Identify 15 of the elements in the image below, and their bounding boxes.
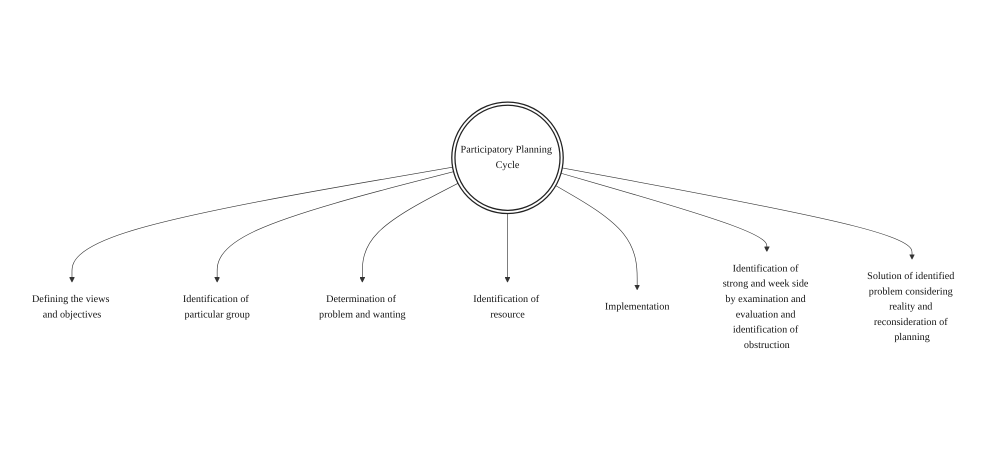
node-text: Identification of particular group (182, 294, 250, 320)
node-text: Implementation (604, 302, 670, 312)
arrow (562, 168, 915, 260)
node-text: Determination of problem and wanting (319, 294, 406, 320)
arrow (555, 186, 640, 290)
arrow (69, 167, 453, 283)
arrow (214, 172, 454, 283)
node-text: Solution of identified problem considering reality and reconsideration of planning (867, 271, 954, 343)
arrow (504, 213, 510, 283)
node-text: Identification of strong and week side by examination and evaluation and identification of obstruction (722, 263, 808, 351)
node-text: Identification of resource (473, 294, 540, 320)
arrow (560, 173, 770, 252)
arrow (360, 183, 458, 283)
node-circle: Participatory Planning Cycle (451, 102, 564, 214)
node-text: Defining the views and objectives (32, 294, 110, 320)
